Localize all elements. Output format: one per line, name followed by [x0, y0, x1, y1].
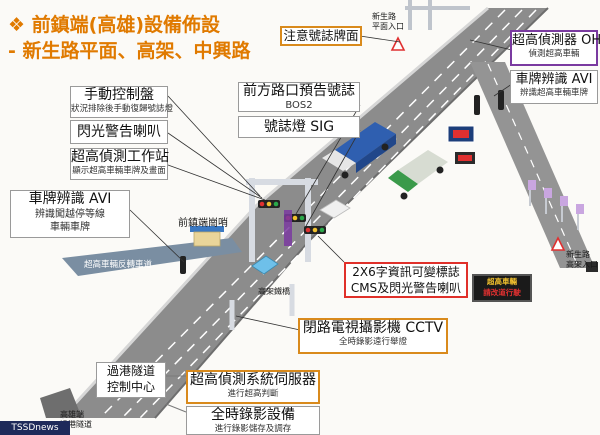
server-sub: 進行超高判斷: [227, 389, 279, 399]
avi-right-box: 車牌辨識 AVI 辨識超高車輛車牌: [510, 70, 598, 104]
recording-box: 全時錄影設備 進行錄影儲存及調存: [186, 406, 320, 435]
cms-line-2: CMS及閃光警告喇叭: [350, 281, 462, 295]
height-detector-oh-sub: 偵測超高車輛: [528, 49, 580, 59]
led-sign: 超高車輛 請改道行駛: [472, 274, 532, 302]
advance-signal-title: 前方路口預告號誌: [243, 83, 355, 99]
control-center-line-2: 控制中心: [106, 380, 155, 394]
height-station-sub: 顯示超高車輛車牌及畫面: [72, 166, 166, 176]
portal-highlight: [284, 210, 292, 246]
signal-heads: [180, 90, 504, 274]
avi-left-sub-2: 車輛車牌: [50, 222, 90, 233]
turnaround-lane: [62, 238, 242, 276]
manual-panel-box: 手動控制盤 狀況排除後手動復歸號誌燈: [70, 86, 174, 118]
manual-panel-title: 手動控制盤: [84, 87, 154, 103]
portal-lower: [229, 284, 295, 330]
guard-post-label: 前鎮端崗哨: [178, 218, 228, 229]
flash-horn-box: 閃光警告喇叭: [70, 120, 168, 144]
avi-right-title: 車牌辨識 AVI: [515, 72, 593, 87]
lane-line-1: [99, 9, 506, 419]
turnaround-label: 超高車輛反轉車道: [84, 260, 153, 270]
gantry-top: [405, 0, 470, 30]
control-center-box: 過港隧道 控制中心: [96, 362, 166, 398]
guard-post-roof: [190, 226, 224, 232]
recording-sub: 進行錄影儲存及調存: [214, 424, 292, 434]
avi-left-sub-1: 辨識闖越停等線: [35, 209, 105, 220]
lane-line-3: [139, 9, 537, 419]
manual-panel-sub: 狀況排除後手動復歸號誌燈: [71, 104, 174, 114]
cctv-box: 閉路電視攝影機 CCTV 全時錄影遠行舉證: [298, 318, 448, 354]
xinsheng-right-label: 新生路 高架入口: [566, 250, 598, 269]
avi-right-sub: 辨識超高車輛車牌: [519, 88, 588, 98]
advance-signal-sub: BOS2: [285, 100, 313, 111]
height-station-box: 超高偵測工作站 顯示超高車輛車牌及畫面: [70, 148, 169, 180]
cms-line-1: 2X6字資訊可變標誌: [352, 265, 460, 279]
height-station-title: 超高偵測工作站: [71, 149, 169, 165]
sign-panels: [447, 125, 598, 272]
white-car: [319, 199, 351, 219]
control-center-line-1: 過港隧道: [106, 364, 155, 378]
server-title: 超高偵測系統伺服器: [190, 372, 316, 388]
cctv-sub: 全時錄影遠行舉證: [338, 337, 407, 347]
green-truck: [388, 150, 448, 200]
signal-light-box: 號誌燈 SIG: [238, 116, 360, 138]
recording-title: 全時錄影設備: [211, 407, 295, 423]
led-sign-line-1: 超高車輛: [487, 277, 517, 286]
watermark: TSSDnews: [0, 421, 70, 435]
flash-horn-title: 閃光警告喇叭: [77, 124, 161, 140]
cctv-title: 閉路電視攝影機 CCTV: [302, 320, 444, 336]
lane-line-2: [121, 9, 523, 419]
roadside-flags: [528, 180, 584, 214]
cms-box: 2X6字資訊可變標誌 CMS及閃光警告喇叭: [344, 262, 468, 298]
warning-signs: [390, 36, 566, 251]
emergency-sign-label: 注意號誌牌面: [283, 28, 359, 43]
guard-post-body: [193, 231, 221, 247]
portal-frame: [246, 178, 318, 262]
title-line-2: - 新生路平面、高架、中興路: [8, 40, 251, 62]
blue-car: [251, 255, 279, 275]
avi-left-box: 車牌辨識 AVI 辨識闖越停等線 車輛車牌: [10, 190, 130, 238]
xinsheng-top-label: 新生路 平面入口: [372, 12, 404, 31]
height-detector-oh-title: 超高偵測器 OH: [512, 33, 600, 48]
advance-signal-box: 前方路口預告號誌 BOS2: [238, 82, 360, 112]
led-sign-line-2: 請改道行駛: [483, 288, 521, 297]
emergency-sign-box: 注意號誌牌面: [280, 26, 362, 46]
main-road-edge: [60, 6, 489, 420]
tunnel-exit-label: 高雄端 過港隧道: [60, 410, 92, 429]
signal-light-title: 號誌燈 SIG: [263, 119, 335, 135]
server-box: 超高偵測系統伺服器 進行超高判斷: [186, 370, 320, 404]
avi-left-title: 車牌辨識 AVI: [28, 191, 112, 207]
title-line-1: ❖ 前鎮端(高雄)設備佈設: [8, 14, 221, 36]
portal-label: 高架鐵橋: [258, 287, 290, 296]
height-detector-oh-box: 超高偵測器 OH 偵測超高車輛: [510, 30, 600, 66]
link-lines: [165, 375, 187, 413]
tunnel-exit: [40, 388, 82, 418]
